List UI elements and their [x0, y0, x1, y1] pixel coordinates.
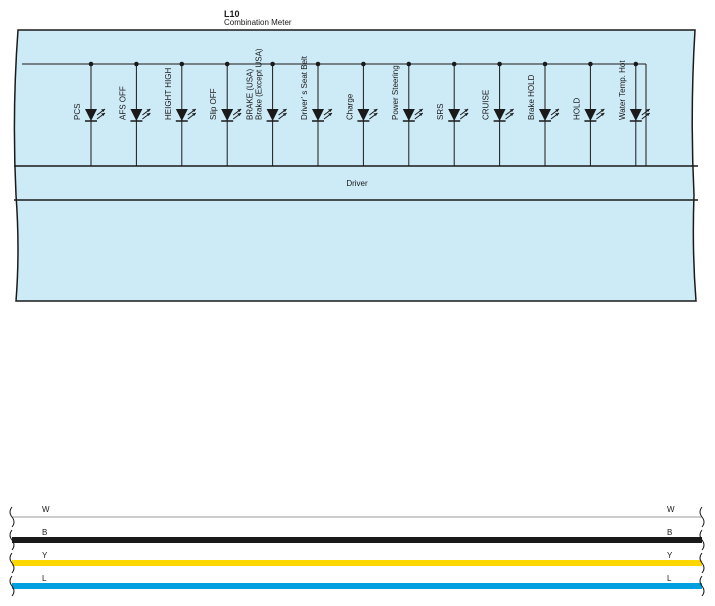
led-indicator-slip-off: Slip OFF [209, 61, 242, 166]
led-indicator-power-steering: Power Steering [391, 61, 424, 166]
indicator-label: Slip OFF [209, 88, 218, 120]
indicator-label: AFS OFF [118, 86, 127, 120]
led-diode-icon [221, 109, 234, 121]
light-arrows-icon [369, 108, 378, 120]
wire-break-left-icon [9, 529, 15, 551]
indicator-label: BRAKE (USA) [246, 69, 255, 120]
wire-code-right: L [667, 574, 672, 583]
wire-code-right: Y [667, 551, 673, 560]
wire-break-left-icon [9, 575, 15, 597]
component-code: L10 [224, 9, 240, 19]
light-arrows-icon [232, 108, 242, 120]
led-indicator-charge: Charge [345, 61, 378, 166]
led-indicator-brake-hold: Brake HOLD [527, 61, 560, 166]
led-diode-icon [266, 109, 279, 121]
indicator-leds: PCS AFS OFF HEIGHT HIGH Slip OFF BRAKE (USA)… [73, 48, 651, 166]
indicator-label: PCS [73, 104, 82, 120]
indicator-label: SRS [436, 104, 445, 120]
led-diode-icon [493, 109, 506, 121]
driver-label: Driver [346, 179, 368, 188]
led-diode-icon [312, 109, 324, 121]
wire-code-left: W [42, 505, 50, 514]
indicator-label: Power Steering [391, 65, 400, 120]
wire-code-right: B [667, 528, 672, 537]
component-name: Combination Meter [224, 18, 292, 27]
indicator-label: HEIGHT HIGH [164, 67, 173, 120]
led-indicator-hold: HOLD [572, 61, 605, 166]
led-indicator-cruise: CRUISE [482, 61, 514, 166]
led-diode-icon [175, 109, 188, 121]
light-arrows-icon [414, 108, 424, 120]
led-diode-icon [584, 109, 597, 121]
led-diode-icon [130, 109, 143, 121]
led-diode-icon [402, 109, 415, 121]
light-arrows-icon [550, 108, 560, 120]
indicator-label: Driver’ s Seat Belt [300, 55, 309, 120]
light-arrows-icon [278, 108, 287, 120]
led-diode-icon [357, 109, 370, 121]
wire-code-left: L [42, 574, 47, 583]
light-arrows-icon [459, 108, 469, 120]
light-arrows-icon [505, 108, 514, 120]
led-indicator-drivers-seat-belt: Driver’ s Seat Belt [300, 55, 333, 166]
indicator-label: Water Temp. Hot [618, 60, 627, 120]
led-diode-icon [629, 109, 642, 121]
wire-break-right-icon [699, 552, 705, 574]
combination-meter-panel: L10 Combination Meter Driver PCS AFS OFF H… [13, 9, 698, 302]
indicator-label: HOLD [572, 98, 581, 120]
led-indicator-srs: SRS [436, 61, 469, 166]
led-indicator-pcs: PCS [73, 61, 106, 166]
wire-break-left-icon [9, 552, 15, 574]
led-diode-icon [539, 109, 551, 121]
led-diode-icon [85, 109, 97, 121]
wire-break-left-icon [9, 506, 15, 528]
wire-break-right-icon [699, 575, 705, 597]
indicator-label: Brake (Except USA) [255, 48, 264, 120]
light-arrows-icon [96, 108, 106, 120]
light-arrows-icon [187, 108, 197, 120]
led-indicator-brake: BRAKE (USA)Brake (Except USA) [246, 48, 287, 166]
wire-code-right: W [667, 505, 675, 514]
wire-code-left: Y [42, 551, 48, 560]
light-arrows-icon [323, 108, 333, 120]
indicator-label: Charge [345, 93, 354, 120]
wire-code-left: B [42, 528, 47, 537]
wire-break-right-icon [699, 529, 705, 551]
wire-break-right-icon [699, 506, 705, 528]
light-arrows-icon [142, 108, 151, 120]
led-diode-icon [448, 109, 461, 121]
indicator-label: Brake HOLD [527, 74, 536, 120]
light-arrows-icon [596, 108, 605, 120]
led-indicator-height-high: HEIGHT HIGH [164, 61, 197, 166]
indicator-label: CRUISE [482, 90, 491, 120]
led-indicator-afs-off: AFS OFF [118, 61, 151, 166]
